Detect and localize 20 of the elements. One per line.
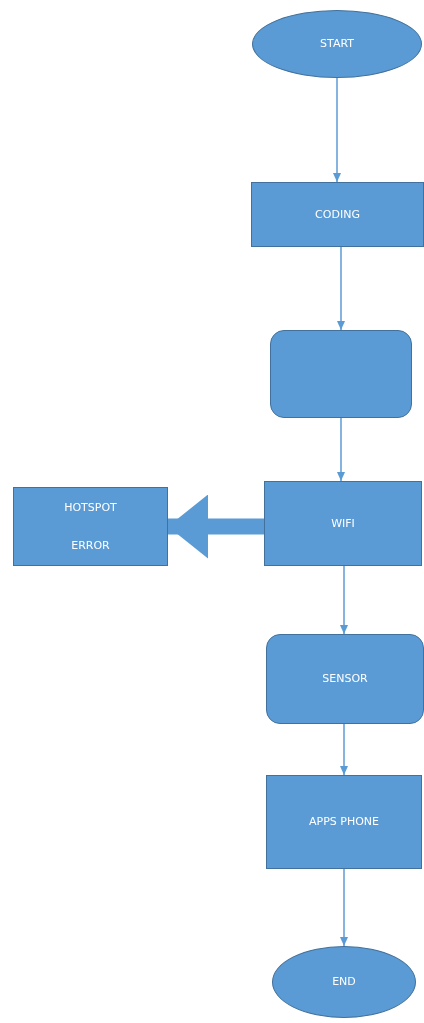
node-label: SENSOR [322, 671, 368, 687]
arrow [340, 565, 348, 635]
node-label: HOTSPOT ERROR [63, 499, 118, 554]
arrow [340, 723, 348, 776]
arrow [337, 246, 345, 331]
process-box [264, 481, 422, 566]
node-label: END [332, 974, 356, 990]
process-box [270, 330, 412, 418]
node-label: CODING [315, 206, 360, 223]
process-box [13, 487, 168, 566]
arrow [340, 868, 348, 947]
arrow [337, 417, 345, 482]
process-box [251, 182, 424, 247]
process-box [266, 634, 424, 724]
arrow [168, 494, 264, 559]
arrow [333, 77, 341, 183]
process-box [266, 775, 422, 869]
node-label: START [320, 36, 354, 52]
node-label: WIFI [331, 515, 355, 532]
node-label: APPS PHONE [309, 814, 379, 830]
